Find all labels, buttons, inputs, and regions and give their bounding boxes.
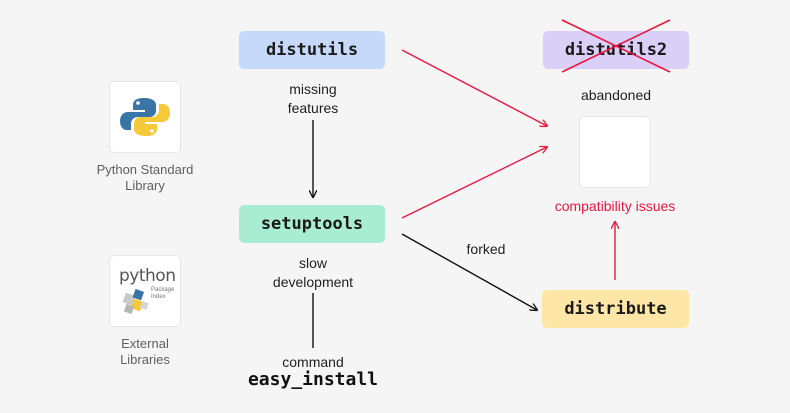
pypi-card: python Package Index — [110, 256, 180, 326]
label-missing-features: missing features — [287, 81, 339, 116]
pypi-logo-icon — [122, 288, 149, 315]
pypi-logo-text: python — [119, 266, 176, 286]
pypi-logo-sub: Package Index — [151, 287, 175, 300]
compatibility-box — [580, 117, 650, 187]
label-command: command — [282, 354, 344, 370]
python-std-lib-card — [110, 82, 180, 152]
label-compatibility-issues: compatibility issues — [554, 198, 676, 214]
edge-distutils-compat — [401, 49, 547, 126]
node-easy-install: easy_install — [247, 369, 379, 390]
node-distutils: distutils — [239, 31, 385, 69]
label-forked: forked — [466, 241, 506, 257]
edge-setuptools-distribute — [401, 233, 537, 310]
external-libraries-label: External Libraries — [120, 336, 170, 367]
node-setuptools: setuptools — [239, 205, 385, 243]
label-slow-development: slow development — [272, 255, 354, 290]
node-distutils2: distutils2 — [543, 31, 689, 69]
label-abandoned: abandoned — [580, 87, 652, 103]
node-distribute: distribute — [542, 290, 689, 328]
python-logo-icon — [120, 98, 170, 136]
edge-setuptools-compat — [401, 147, 547, 219]
cross-out-icon — [561, 19, 671, 73]
python-std-lib-label: Python Standard Library — [96, 162, 194, 193]
